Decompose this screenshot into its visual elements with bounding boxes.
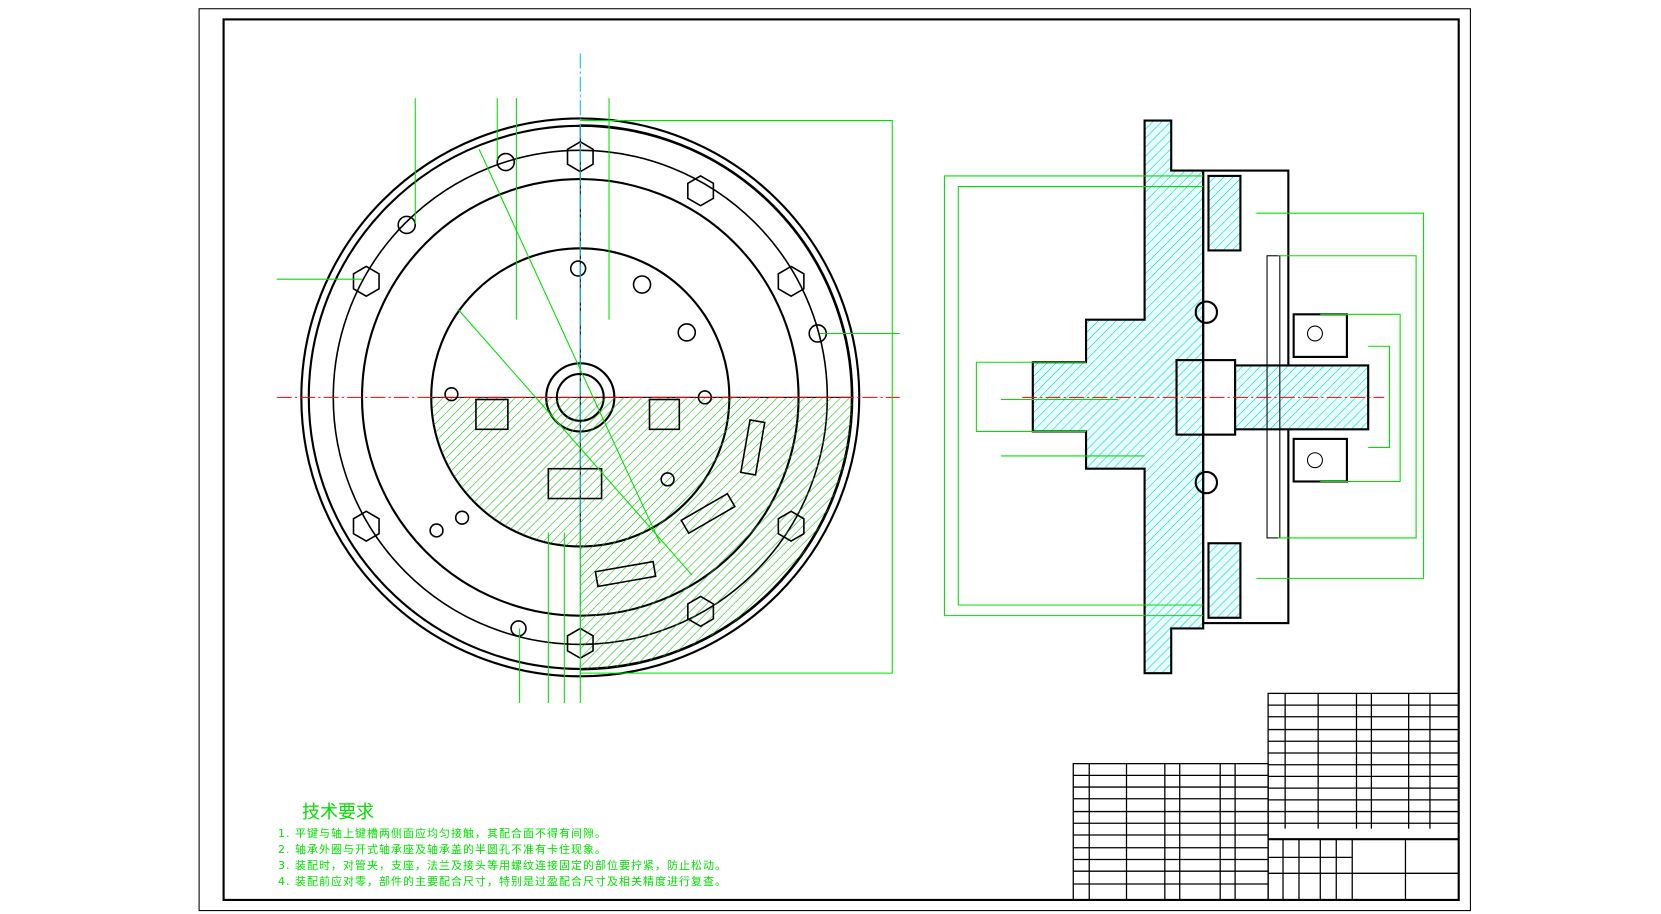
parts-list-table: [1267, 692, 1460, 901]
requirement-1: 1. 平键与轴上键槽两侧面应均匀接触，其配合面不得有间隙。: [278, 827, 607, 840]
requirement-4: 4. 装配前应对零，部件的主要配合尺寸，特别是过盈配合尺寸及相关精度进行复查。: [278, 875, 727, 888]
outer-frame: [198, 8, 1471, 912]
requirement-2: 2. 轴承外圈与开式轴承座及轴承盖的半圆孔不准有卡住现象。: [278, 843, 607, 856]
front-dimensions: [276, 98, 900, 703]
technical-requirements-title: 技术要求: [302, 802, 374, 823]
parts-list-table-2: [1072, 763, 1269, 901]
requirement-3: 3. 装配时，对管夹，支座，法兰及接头等用螺纹连接固定的部位要拧紧，防止松动。: [278, 859, 727, 872]
side-dimensions: [943, 175, 1425, 617]
inner-frame: [222, 18, 1460, 901]
